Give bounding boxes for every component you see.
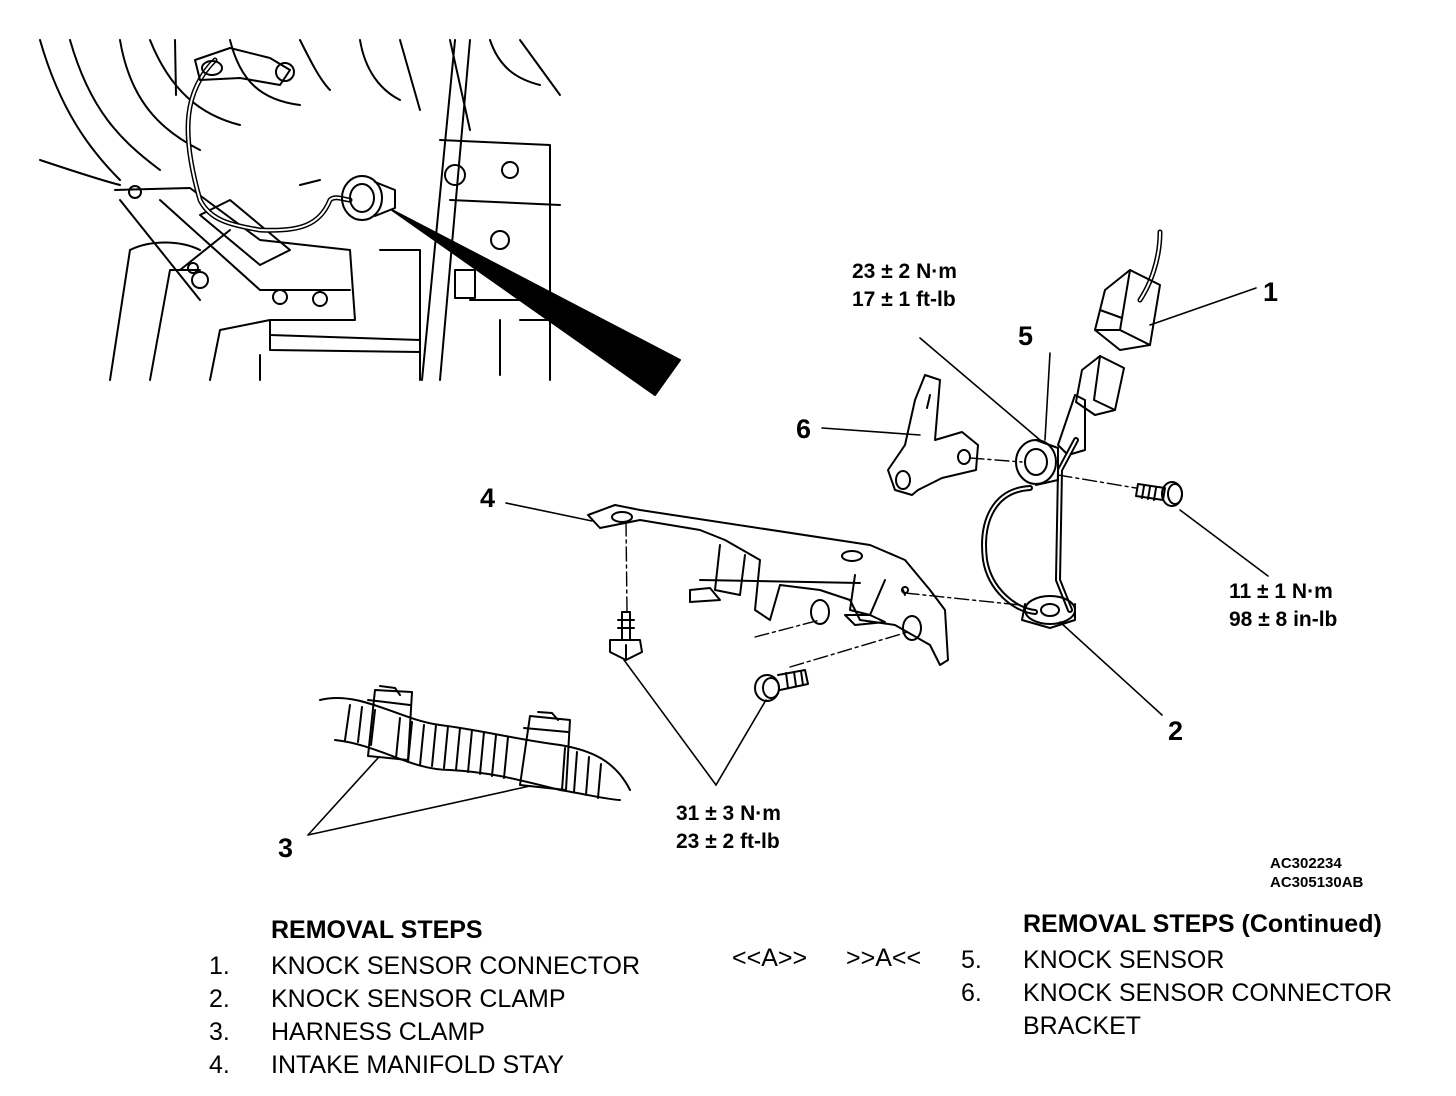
step-row: 5. KNOCK SENSOR xyxy=(961,944,1392,977)
step-row: BRACKET xyxy=(961,1010,1392,1043)
torque-metric: 31 ± 3 N·m xyxy=(676,802,781,825)
torque-spec-stay-bolts: 31 ± 3 N·m 23 ± 2 ft-lb xyxy=(676,800,781,856)
engine-inset-illustration xyxy=(39,39,681,396)
removal-steps-list: REMOVAL STEPS 1. KNOCK SENSOR CONNECTOR … xyxy=(209,916,640,1082)
sensor-bolt-part xyxy=(1135,481,1183,507)
intake-manifold-stay-part xyxy=(587,504,949,666)
step-label: KNOCK SENSOR CONNECTOR xyxy=(1023,979,1393,1007)
torque-imperial: 23 ± 2 ft-lb xyxy=(676,830,780,853)
step-row: 4. INTAKE MANIFOLD STAY xyxy=(209,1049,640,1082)
step-number: 4. xyxy=(209,1051,230,1079)
step-label: KNOCK SENSOR CLAMP xyxy=(271,985,566,1013)
figure-codes: AC302234 AC305130AB xyxy=(1270,854,1363,892)
callout-2: 2 xyxy=(1168,716,1184,746)
step-number: 3. xyxy=(209,1018,230,1046)
torque-imperial: 17 ± 1 ft-lb xyxy=(852,288,956,311)
assembly-centerlines xyxy=(625,457,1137,668)
step-label: INTAKE MANIFOLD STAY xyxy=(271,1051,565,1079)
step-row: 2. KNOCK SENSOR CLAMP xyxy=(209,983,640,1016)
step-number: 6. xyxy=(961,979,982,1007)
connector-bracket-part xyxy=(887,374,979,496)
torque-metric: 11 ± 1 N·m xyxy=(1229,580,1333,603)
step-row: 6. KNOCK SENSOR CONNECTOR xyxy=(961,977,1392,1010)
callout-3: 3 xyxy=(278,833,294,863)
step-number: 5. xyxy=(961,946,982,974)
step-row: 1. KNOCK SENSOR CONNECTOR xyxy=(209,950,640,983)
step-label: HARNESS CLAMP xyxy=(271,1018,485,1046)
step-label: KNOCK SENSOR xyxy=(1023,946,1225,974)
torque-metric: 23 ± 2 N·m xyxy=(852,260,957,283)
removal-steps-header: REMOVAL STEPS xyxy=(271,916,483,944)
removal-steps-continued-header: REMOVAL STEPS (Continued) xyxy=(1023,910,1382,938)
removal-steps-continued-list: REMOVAL STEPS (Continued) 5. KNOCK SENSO… xyxy=(961,910,1392,1043)
knock-sensor-connector-part xyxy=(1094,229,1163,351)
figure-code-1: AC302234 xyxy=(1270,855,1342,872)
step-row: 3. HARNESS CLAMP xyxy=(209,1016,640,1049)
knock-sensor-part xyxy=(981,355,1125,615)
installation-service-marker: >>A<< xyxy=(846,944,922,972)
step-number: 1. xyxy=(209,952,230,980)
torque-spec-bracket-nut: 23 ± 2 N·m 17 ± 1 ft-lb xyxy=(852,258,957,314)
callout-6: 6 xyxy=(796,414,812,444)
step-number: 2. xyxy=(209,985,230,1013)
callout-1: 1 xyxy=(1263,277,1279,307)
leader-lines xyxy=(307,287,1269,836)
stay-bolt-diagonal-part xyxy=(754,669,809,702)
knock-sensor-clamp-part xyxy=(1021,595,1076,629)
figure-code-2: AC305130AB xyxy=(1270,874,1364,891)
step-label: KNOCK SENSOR CONNECTOR xyxy=(271,952,641,980)
removal-service-marker: <<A>> xyxy=(732,944,808,972)
stay-bolt-vertical-part xyxy=(609,611,643,661)
step-label: BRACKET xyxy=(1023,1012,1142,1040)
torque-imperial: 98 ± 8 in-lb xyxy=(1229,608,1338,631)
callout-4: 4 xyxy=(480,483,496,513)
harness-clamp-part xyxy=(319,685,631,801)
torque-spec-sensor-bolt: 11 ± 1 N·m 98 ± 8 in-lb xyxy=(1229,578,1337,634)
callout-5: 5 xyxy=(1018,321,1034,351)
